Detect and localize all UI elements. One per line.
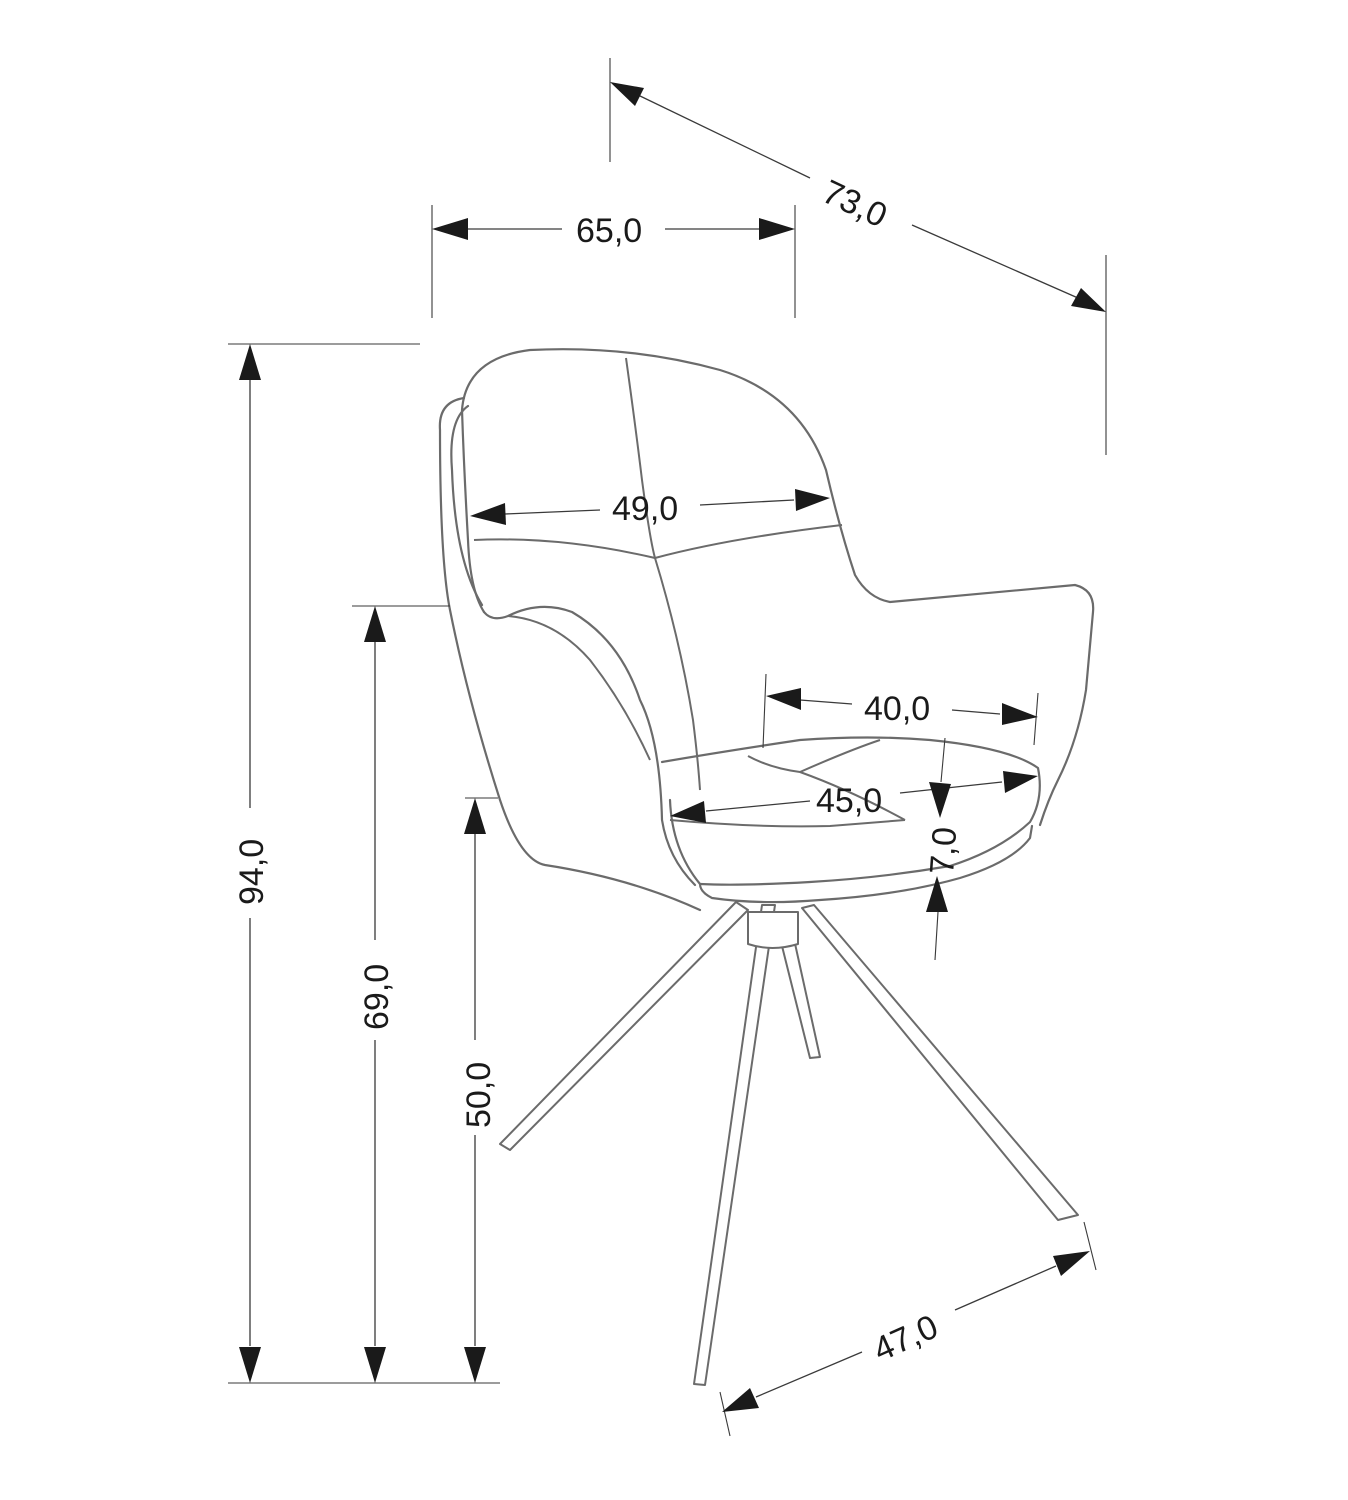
label-seat-height: 50,0 — [460, 1062, 498, 1128]
backrest-seam-vertical — [625, 357, 701, 791]
chair-illustration — [438, 348, 1095, 1386]
dim-line-thickness-bottom — [934, 911, 939, 961]
arrow-width-left — [432, 218, 468, 240]
seat-cushion-front — [669, 819, 906, 828]
label-base-width: 47,0 — [868, 1308, 944, 1370]
leg-front-right — [801, 904, 1079, 1221]
label-depth: 73,0 — [817, 173, 893, 235]
leg-back-left — [499, 901, 749, 1151]
label-seat-thickness: 7,0 — [923, 826, 964, 876]
arrow-base-left — [722, 1388, 759, 1412]
dim-line-depth-b — [911, 224, 1079, 299]
label-armrest-height: 69,0 — [358, 964, 396, 1030]
label-backrest-width: 49,0 — [612, 490, 678, 528]
back-shell-inner — [450, 404, 484, 607]
leg-back-center — [777, 929, 821, 1059]
seat-seam-2 — [799, 739, 881, 773]
ext-line-base-right — [1083, 1221, 1097, 1271]
arrow-seat-bottom — [464, 1347, 486, 1383]
dim-line-depth-a — [637, 94, 811, 179]
label-height: 94,0 — [233, 839, 271, 905]
label-seat-width: 45,0 — [816, 782, 882, 820]
dim-line-seatwidth-b — [899, 781, 1003, 794]
swivel-hub — [747, 911, 799, 949]
dim-line-base-a — [755, 1351, 863, 1398]
back-shell-outer — [438, 396, 702, 912]
backrest-cushion — [460, 348, 1095, 827]
leg-front-center — [693, 904, 776, 1386]
armrest-left — [482, 605, 697, 887]
arrow-seat-top — [464, 798, 486, 834]
label-seat-depth: 40,0 — [864, 690, 930, 728]
dim-line-seatdepth-a — [799, 699, 853, 705]
arrow-base-right — [1053, 1251, 1090, 1276]
arrow-seatwidth-left — [670, 801, 706, 823]
ext-line-seatdepth-right — [1033, 692, 1039, 746]
arrow-seatdepth-left — [766, 688, 801, 710]
arrow-thickness-bottom — [926, 876, 948, 912]
seat-cushion — [660, 736, 1041, 886]
arrow-backrest-right — [795, 489, 830, 511]
arrow-height-top — [239, 344, 261, 380]
arrow-depth-right — [1071, 288, 1106, 312]
arrow-armrest-bottom — [364, 1347, 386, 1383]
seat-seam-1 — [747, 755, 906, 821]
arrow-seatwidth-right — [1003, 771, 1038, 793]
arrow-seatdepth-right — [1002, 703, 1038, 725]
arrow-armrest-top — [364, 606, 386, 642]
ext-line-base-left — [719, 1391, 731, 1437]
label-width: 65,0 — [576, 212, 642, 250]
arrow-width-right — [759, 218, 795, 240]
dim-line-base-b — [954, 1265, 1057, 1311]
arrow-depth-left — [610, 82, 644, 106]
dim-line-thickness-top — [940, 737, 946, 783]
ext-line-seatdepth-left — [762, 673, 767, 749]
dim-line-backrest-a — [504, 509, 601, 515]
arrow-backrest-left — [470, 503, 506, 525]
arrow-height-bottom — [239, 1347, 261, 1383]
dim-line-seatwidth-a — [705, 800, 811, 812]
armrest-left-inner — [507, 615, 651, 761]
backrest-seam-horizontal — [473, 524, 843, 560]
seat-base — [668, 798, 1034, 904]
arrow-thickness-top — [929, 782, 951, 818]
dim-line-backrest-b — [699, 499, 795, 506]
dim-line-seatdepth-b — [951, 709, 1001, 715]
